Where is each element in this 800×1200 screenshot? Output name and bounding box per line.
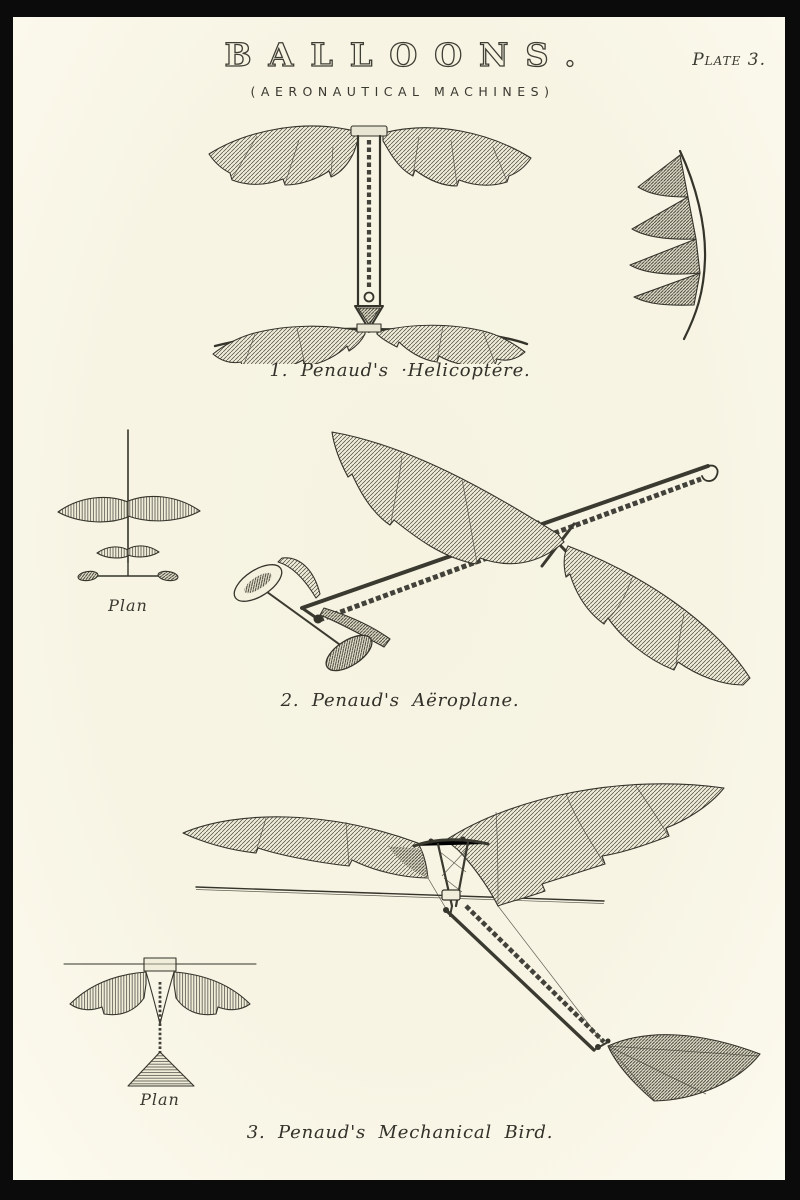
figure-3-caption: 3. Penaud's Mechanical Bird. (246, 1122, 554, 1143)
plate-title: BALLOONS. (224, 35, 593, 74)
helicopter-bottom-rotor (212, 323, 529, 364)
aeroplane-plan-illustration (57, 429, 201, 582)
bird-tail (607, 1034, 761, 1102)
bird-body-mechanism (412, 836, 490, 917)
bird-plan-label: Plan (140, 1090, 180, 1109)
aeroplane-left-wing (331, 431, 565, 565)
figure-2-caption: 2. Penaud's Aëroplane. (280, 690, 520, 711)
mechanical-bird-illustration (182, 783, 761, 1102)
rotor-blade-side-view-illustration (629, 149, 707, 341)
aeroplane-propeller (233, 564, 373, 672)
helicopter-illustration (208, 125, 532, 364)
aeroplane-tail (277, 557, 391, 648)
plate-subtitle: (AERONAUTICAL MACHINES) (250, 84, 555, 99)
bird-cross-rod (195, 886, 605, 904)
plate-number: Plate 3. (692, 50, 766, 70)
mechanical-bird-plan-illustration (63, 957, 257, 1087)
aeroplane-illustration (233, 431, 751, 686)
helicopter-top-rotor (208, 125, 532, 187)
aeroplane-right-wing (563, 545, 751, 686)
aeroplane-plan-label: Plan (108, 596, 148, 615)
bird-left-wing (182, 816, 429, 879)
figure-1-caption: 1. Penaud's ·Helicoptére. (269, 360, 531, 381)
bird-tail-boom (427, 877, 611, 1052)
helicopter-shaft (354, 134, 384, 333)
